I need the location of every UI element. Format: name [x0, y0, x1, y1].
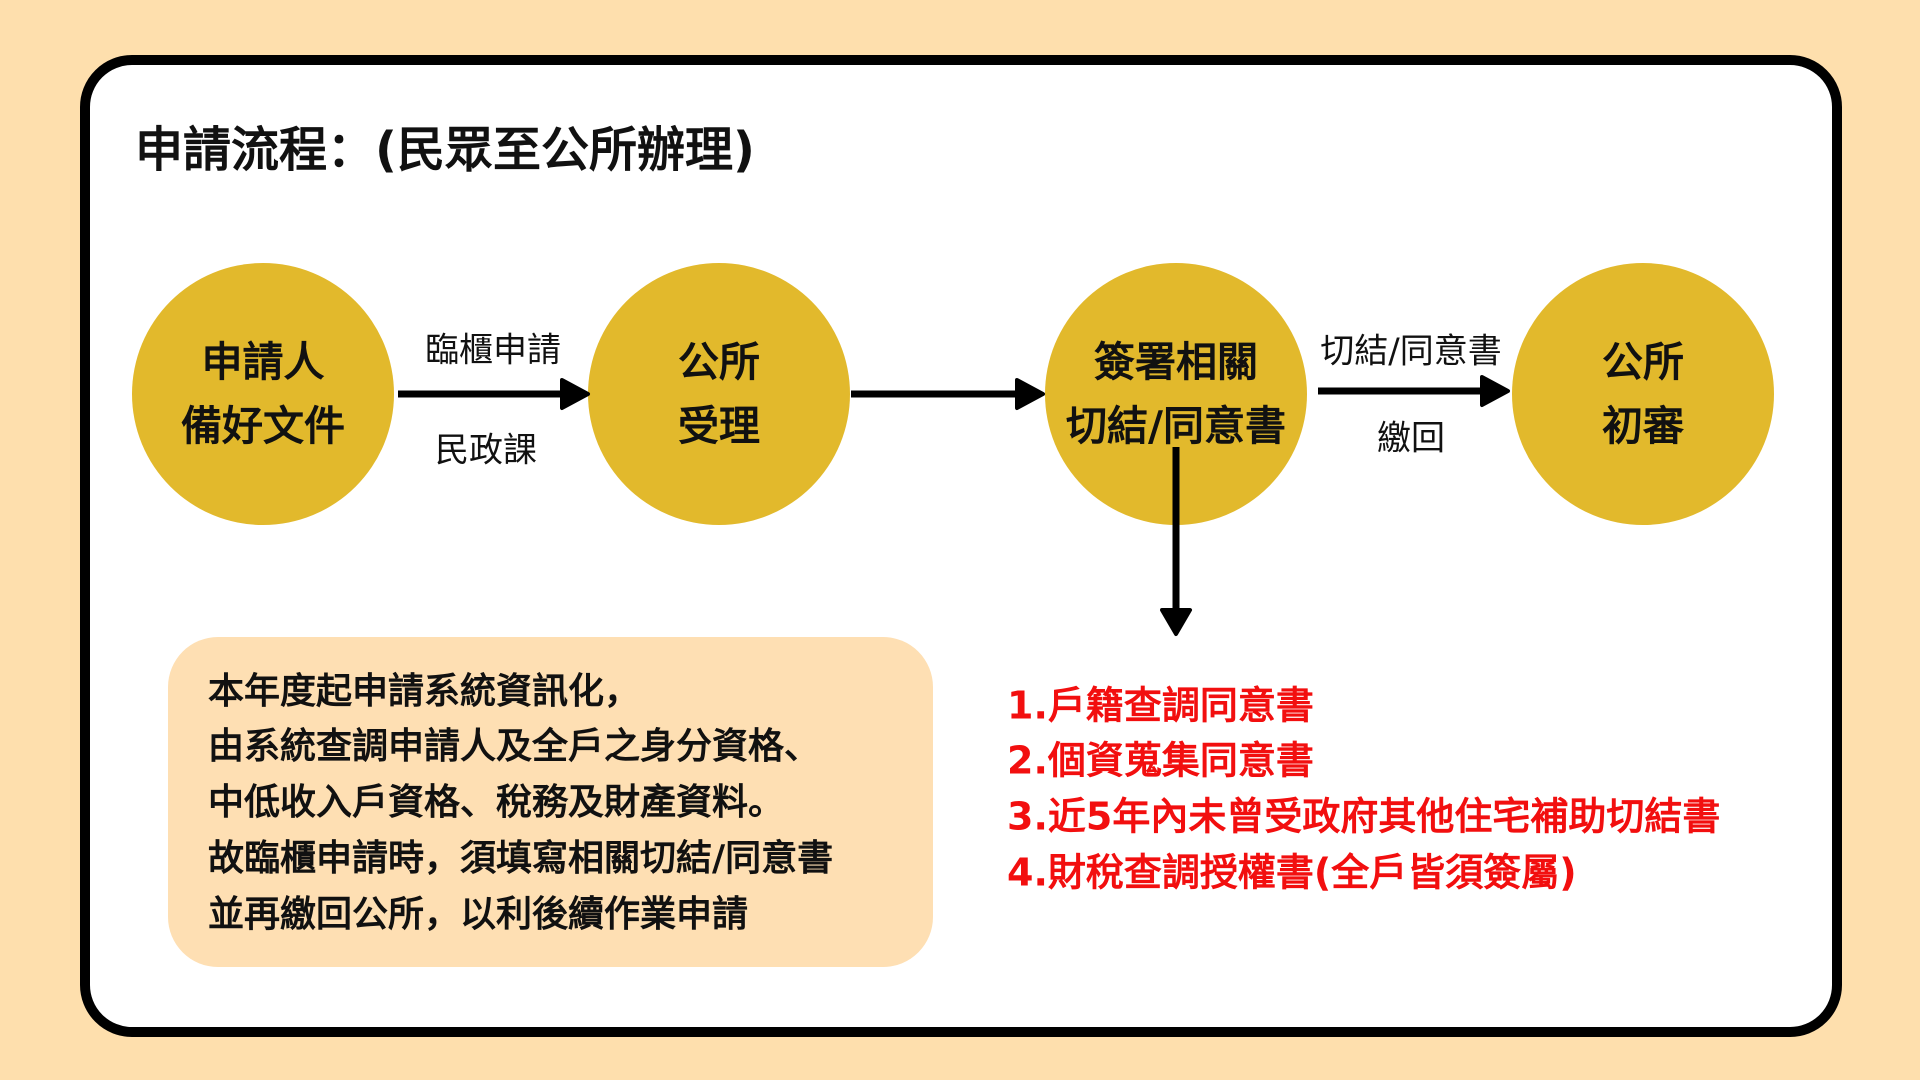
- note-line: 中低收入戶資格、稅務及財產資料。: [208, 782, 785, 823]
- document-item: 4.財稅查調授權書(全戶皆須簽屬): [1007, 850, 1577, 895]
- note-line: 故臨櫃申請時，須填寫相關切結/同意書: [208, 838, 834, 879]
- step-label: 受理: [678, 402, 760, 450]
- arrow-3: [1318, 375, 1510, 407]
- info-note-box: [168, 637, 933, 967]
- arrow-label-counter-application: 臨櫃申請: [425, 330, 561, 371]
- note-line: 本年度起申請系統資訊化，: [208, 671, 641, 712]
- step-label: 公所: [1602, 338, 1684, 386]
- page-title: 申請流程：(民眾至公所辦理): [135, 122, 755, 178]
- step-label: 初審: [1602, 402, 1684, 450]
- note-line: 由系統查調申請人及全戶之身分資格、: [208, 726, 821, 767]
- step-applicant-prepares-documents: 申請人 備好文件: [132, 263, 394, 525]
- step-label: 切結/同意書: [1066, 402, 1286, 450]
- document-item: 2.個資蒐集同意書: [1007, 738, 1314, 783]
- arrow-down: [1160, 447, 1192, 636]
- arrow-label-consent-forms: 切結/同意書: [1320, 331, 1502, 372]
- arrow-label-civil-affairs: 民政課: [435, 430, 537, 471]
- arrow-2: [851, 378, 1045, 410]
- step-office-accepts: 公所 受理: [588, 263, 850, 525]
- arrow-label-return: 繳回: [1377, 418, 1445, 459]
- document-item: 3.近5年內未曾受政府其他住宅補助切結書: [1007, 794, 1721, 839]
- step-label: 申請人: [201, 338, 325, 386]
- document-item: 1.戶籍查調同意書: [1007, 683, 1314, 728]
- arrow-1: [398, 378, 590, 410]
- note-line: 並再繳回公所，以利後續作業申請: [208, 894, 749, 935]
- step-office-initial-review: 公所 初審: [1512, 263, 1774, 525]
- step-label: 簽署相關: [1094, 338, 1258, 386]
- step-label: 備好文件: [181, 402, 345, 450]
- step-label: 公所: [678, 338, 760, 386]
